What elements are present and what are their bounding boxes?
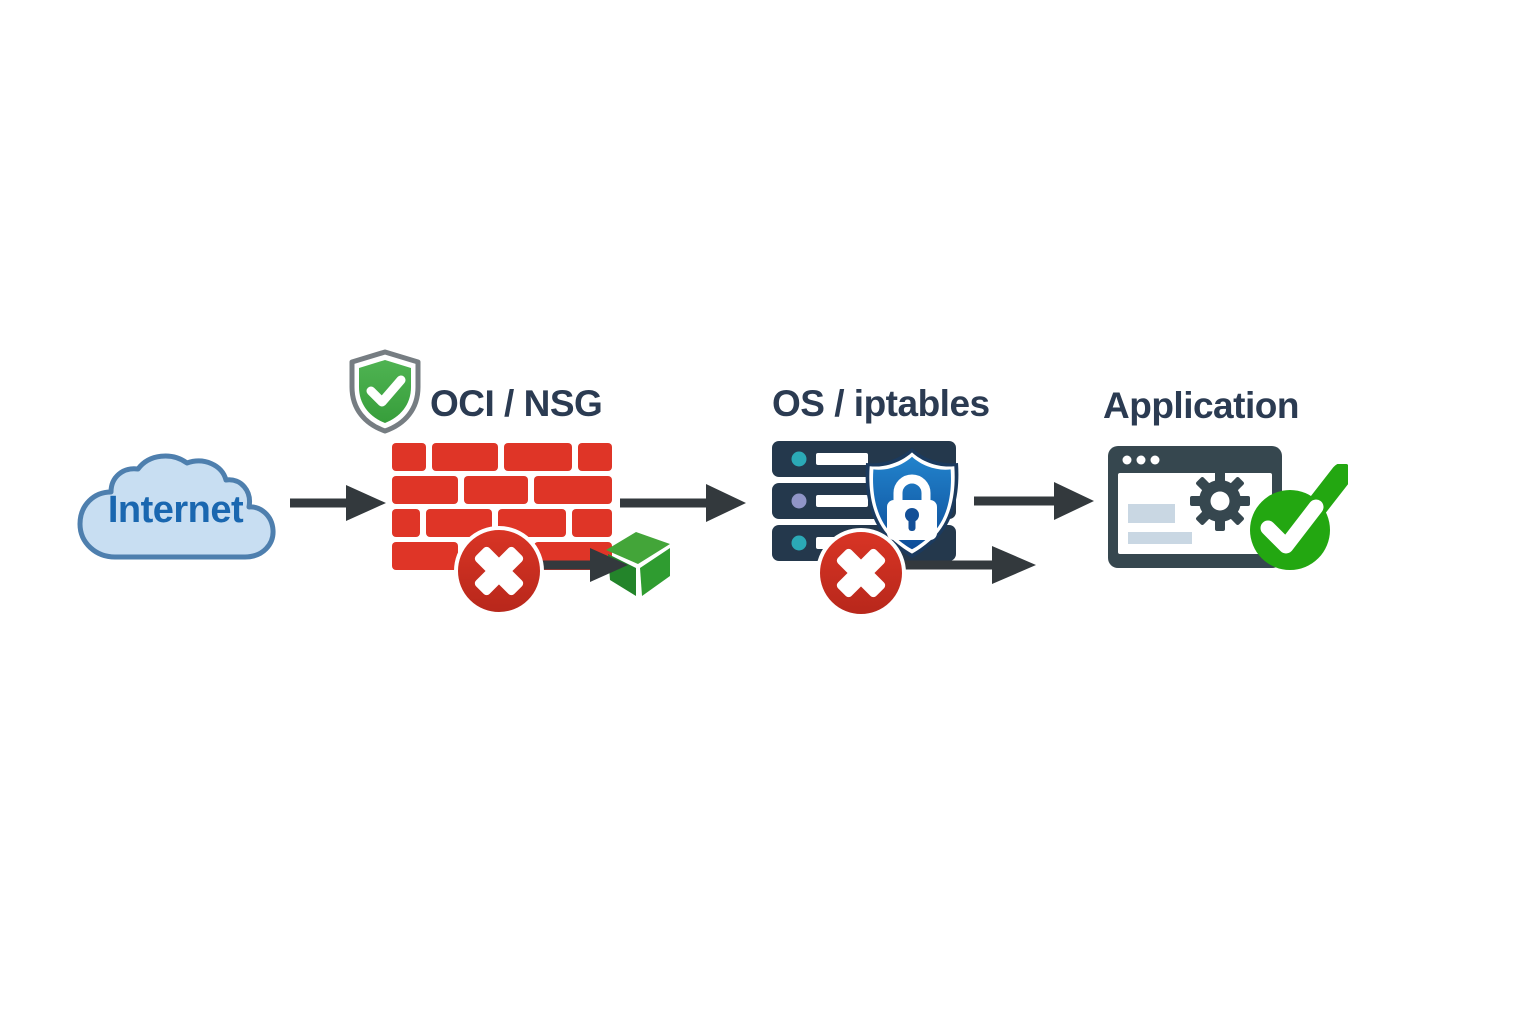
flow-arrow-os-to-app	[974, 482, 1094, 520]
server-led-icon	[791, 493, 807, 509]
flow-arrow-nsg-to-os	[620, 484, 746, 522]
server-led-icon	[791, 451, 807, 467]
flow-arrow-internet-to-nsg	[290, 485, 386, 521]
blocked-x-icon	[454, 526, 544, 616]
internet-label: Internet	[107, 489, 244, 531]
lock-icon	[887, 474, 937, 540]
blocked-x-icon	[816, 528, 906, 618]
nsg-label: OCI / NSG	[430, 383, 603, 424]
cloud-icon	[77, 453, 276, 560]
browser-window-icon	[1108, 446, 1282, 568]
blocked-flow-arrow-os	[898, 546, 1036, 584]
blocked-flow-arrow-nsg	[542, 548, 628, 582]
os-label: OS / iptables	[772, 383, 990, 424]
content-line	[1128, 532, 1192, 544]
shield-check-icon	[349, 349, 421, 434]
content-line	[1128, 504, 1175, 523]
application-label: Application	[1103, 385, 1299, 426]
node-internet	[73, 445, 278, 570]
check-circle-icon	[1250, 464, 1348, 570]
server-led-icon	[791, 535, 807, 551]
shield-lock-icon	[865, 448, 959, 558]
browser-dots-icon	[1122, 455, 1160, 465]
gear-icon	[1190, 471, 1250, 531]
